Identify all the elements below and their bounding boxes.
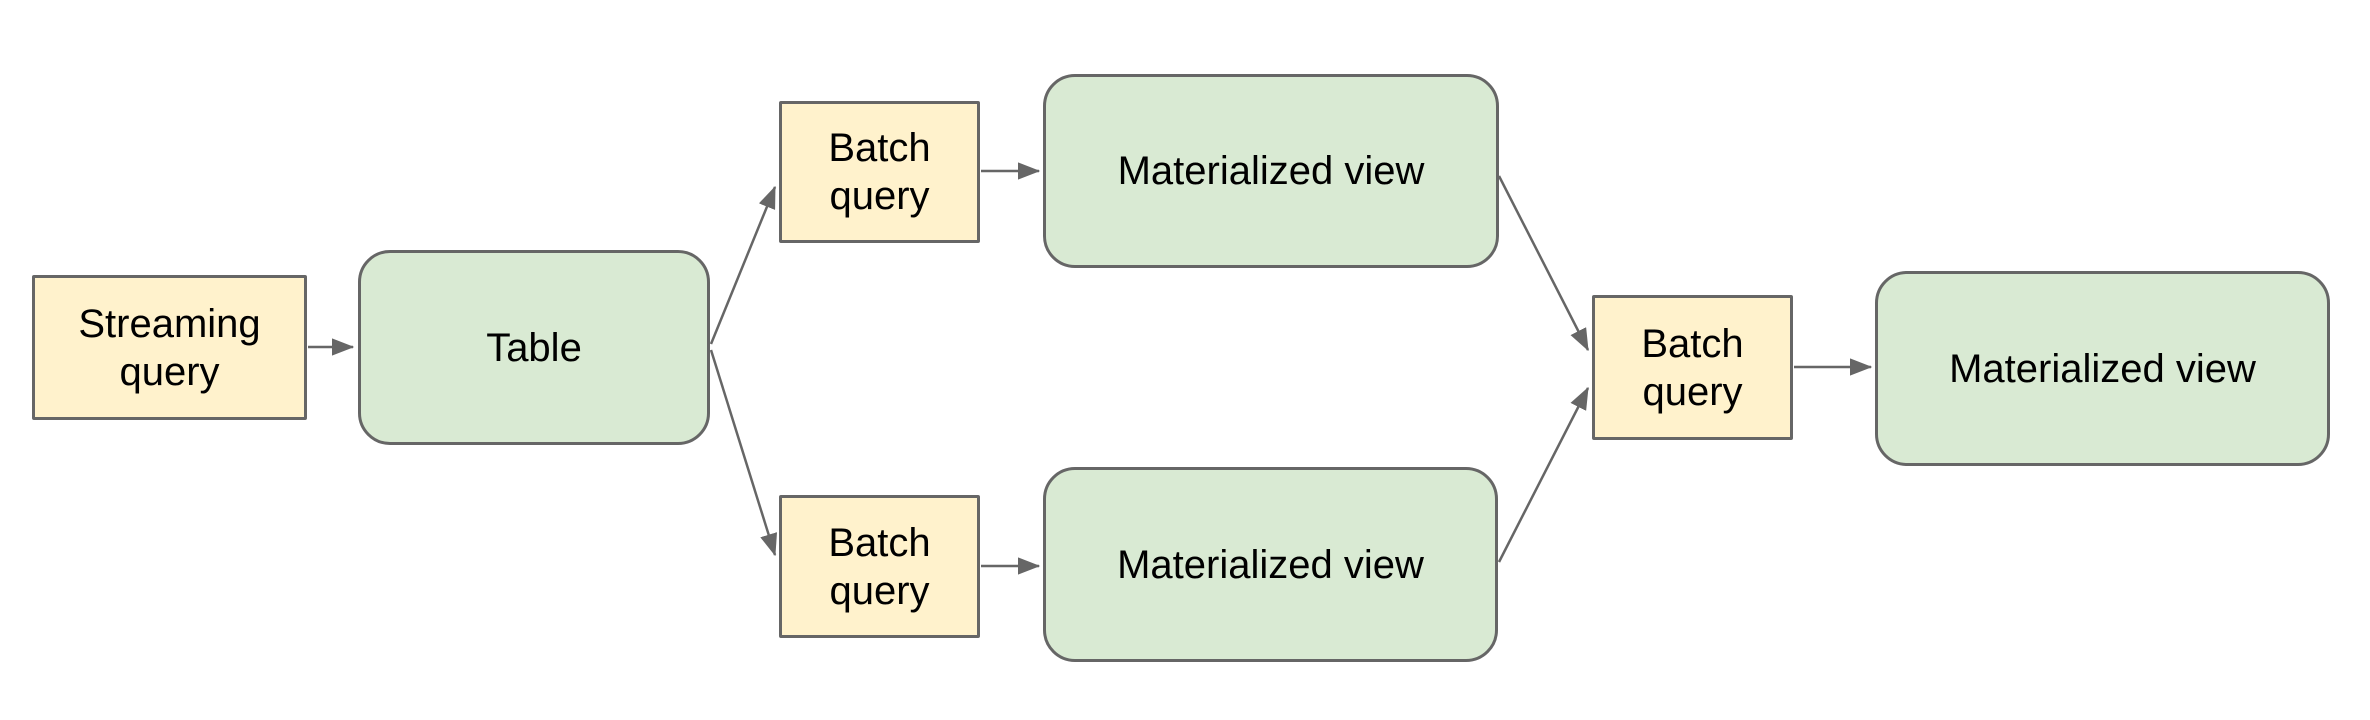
node-batch-query-top: Batch query — [779, 101, 980, 243]
node-streaming-query: Streaming query — [32, 275, 307, 420]
node-batch-query-final: Batch query — [1592, 295, 1793, 440]
node-materialized-view-bottom-label: Materialized view — [1117, 542, 1424, 587]
node-batch-query-final-label: Batch query — [1641, 321, 1744, 414]
node-batch-query-bottom-label: Batch query — [828, 520, 931, 613]
node-materialized-view-final-label: Materialized view — [1949, 346, 2256, 391]
node-materialized-view-bottom: Materialized view — [1043, 467, 1498, 662]
node-batch-query-top-label: Batch query — [828, 126, 931, 218]
node-batch-query-bottom: Batch query — [779, 495, 980, 638]
edge-table-to-batch-query-top — [709, 185, 777, 345]
node-streaming-query-label: Streaming query — [78, 301, 261, 394]
node-materialized-view-top-label: Materialized view — [1117, 149, 1425, 193]
node-table-label: Table — [486, 325, 582, 370]
edge-mat-view-bottom-to-batch-query-final — [1497, 386, 1590, 563]
edge-mat-view-top-to-batch-query-final — [1497, 175, 1590, 352]
edge-table-to-batch-query-bottom — [709, 349, 778, 557]
node-materialized-view-final: Materialized view — [1875, 271, 2330, 466]
node-materialized-view-top: Materialized view — [1043, 74, 1499, 268]
node-table: Table — [358, 250, 710, 445]
